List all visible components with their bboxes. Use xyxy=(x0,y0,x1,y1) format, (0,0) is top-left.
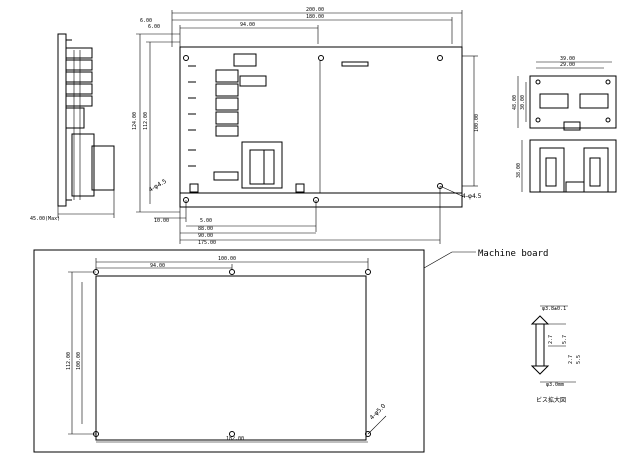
board-outline xyxy=(179,46,463,208)
right-dimensions: 100.00 4-φ4.5 xyxy=(439,55,482,200)
screw-bottom-dim: φ3.0mm xyxy=(546,382,564,388)
left-dimensions: 124.00 112.00 4-φ4.5 xyxy=(132,33,180,213)
dim-conn-side-height: 38.00 xyxy=(516,163,522,178)
dim-bottom-88: 88.00 xyxy=(198,226,213,232)
hole-callout-right: 4-φ4.5 xyxy=(462,193,482,200)
dim-left-inner: 112.00 xyxy=(143,112,149,130)
screw-dim1: 2.7 xyxy=(548,335,554,344)
board-top-view xyxy=(179,46,463,208)
dim-top-overall: 200.00 xyxy=(306,7,324,13)
dim-bottom-175: 175.00 xyxy=(198,240,216,246)
dim-conn-width1: 39.00 xyxy=(560,56,575,62)
machine-board-cutout: 100.00 94.00 182.00 112.00 100.00 4-φ5.0 xyxy=(33,249,425,453)
machine-board-label: Machine board xyxy=(478,249,548,259)
dim-cut-bottom: 182.00 xyxy=(226,436,244,442)
screw-detail: φ3.8±0.1 2.7 5.7 2.7 5.5 φ3.0mm ビス拡大図 xyxy=(530,305,582,404)
screw-dim3: 2.7 xyxy=(568,355,574,364)
hole-callout-cut: 4-φ5.0 xyxy=(368,403,387,422)
side-view-board xyxy=(57,33,67,207)
dim-conn-width2: 29.00 xyxy=(560,62,575,68)
screw-caption: ビス拡大図 xyxy=(536,396,566,404)
dim-bottom-90: 90.00 xyxy=(198,233,213,239)
dim-cut-top: 100.00 xyxy=(218,256,236,262)
mount-hole xyxy=(183,55,189,61)
dim-left-outer: 124.00 xyxy=(132,112,138,130)
side-depth-dim: 45.00(Max) xyxy=(30,216,60,222)
screw-dim2: 5.7 xyxy=(562,335,568,344)
dim-right: 100.00 xyxy=(474,114,480,132)
dim-top-inner: 94.00 xyxy=(240,22,255,28)
screw-dim4: 5.5 xyxy=(576,355,582,364)
side-view-components xyxy=(65,47,115,200)
machine-board-label-group: Machine board xyxy=(423,249,548,269)
dim-top-mid: 180.00 xyxy=(306,14,324,20)
dim-bottom-10: 10.00 xyxy=(154,218,169,224)
side-view: 45.00(Max) xyxy=(30,33,115,222)
mount-hole xyxy=(437,55,443,61)
transformer-block xyxy=(241,141,283,189)
dim-top-small2: 6.00 xyxy=(148,24,160,30)
dim-bottom-5: 5.00 xyxy=(200,218,212,224)
screw-top-dim: φ3.8±0.1 xyxy=(542,306,566,312)
connector-side-view: 38.00 xyxy=(516,139,617,193)
mount-hole xyxy=(318,55,324,61)
panel-cutout xyxy=(95,275,367,441)
hole-callout-left: 4-φ4.5 xyxy=(148,178,169,194)
dim-cut-left-outer: 112.00 xyxy=(66,352,72,370)
dim-cut-inner: 94.00 xyxy=(150,263,165,269)
connector-top-view: 39.00 29.00 48.00 30.00 xyxy=(512,56,617,131)
component-block xyxy=(233,53,257,67)
header-strip xyxy=(341,61,369,67)
machine-board-outline xyxy=(33,249,425,453)
dim-cut-left-inner: 100.00 xyxy=(76,352,82,370)
bottom-dimensions: 5.00 10.00 88.00 90.00 175.00 xyxy=(154,186,441,246)
dim-conn-height1: 48.00 xyxy=(512,95,518,110)
dim-top-small: 6.00 xyxy=(140,18,152,24)
dim-conn-height2: 30.00 xyxy=(520,95,526,110)
connector-outline xyxy=(529,75,617,129)
top-dimensions: 200.00 180.00 94.00 6.00 6.00 xyxy=(140,7,463,47)
